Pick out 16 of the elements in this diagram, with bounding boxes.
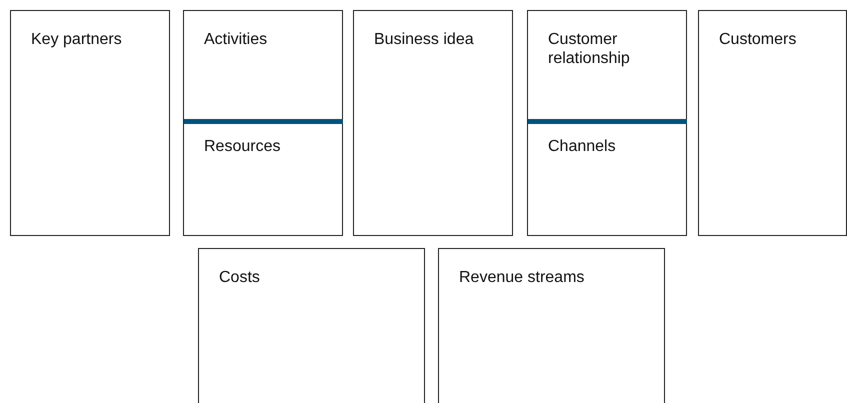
section-heading: Activities xyxy=(204,30,268,49)
canvas-section-box xyxy=(198,248,425,403)
section-heading: Business idea xyxy=(374,30,475,49)
canvas-section-box xyxy=(698,10,847,236)
section-heading: Key partners xyxy=(31,30,123,49)
subsection-heading: Channels xyxy=(548,137,617,156)
canvas-section-box xyxy=(183,10,343,236)
subsection-heading: Resources xyxy=(204,137,282,156)
section-heading: Customer relationship xyxy=(548,30,631,68)
canvas-section-box xyxy=(527,10,687,236)
section-heading: Customers xyxy=(719,30,798,49)
section-heading: Revenue streams xyxy=(459,268,586,287)
canvas-section-box xyxy=(438,248,665,403)
canvas-section-box xyxy=(10,10,170,236)
canvas-section-box xyxy=(353,10,513,236)
section-heading: Costs xyxy=(219,268,261,287)
